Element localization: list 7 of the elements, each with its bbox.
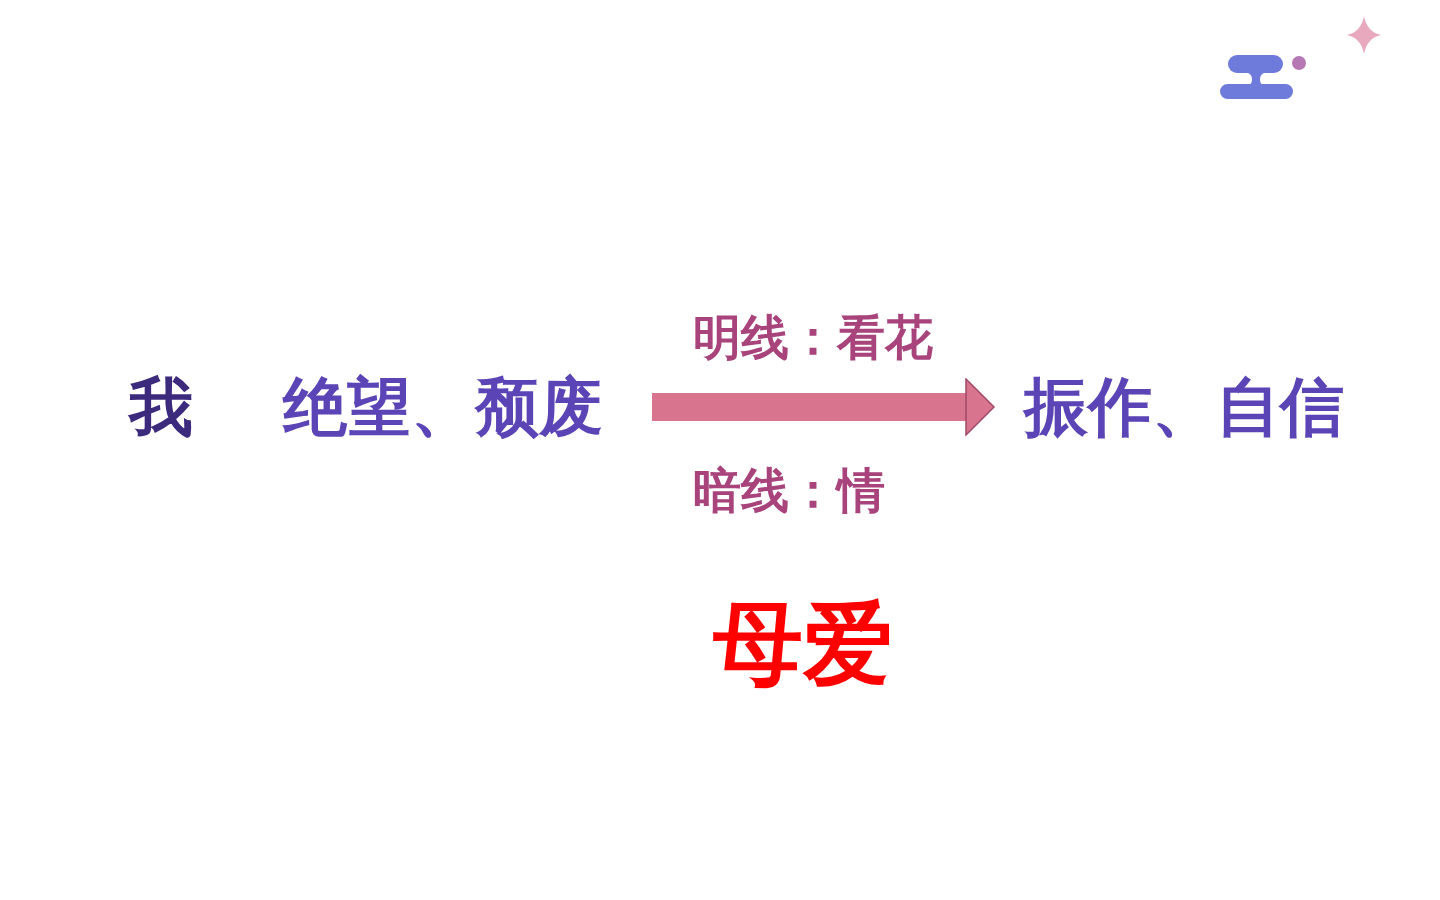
caption-text: 暗线：情: [693, 466, 885, 514]
state-label: 绝望、颓废: [283, 375, 603, 439]
state-label: 振作、自信: [1024, 375, 1344, 439]
arrow: [652, 378, 995, 436]
subject-label: 我: [129, 375, 193, 439]
theme-text: 母爱: [713, 599, 893, 689]
edge-label: 明线：看花: [693, 313, 933, 361]
